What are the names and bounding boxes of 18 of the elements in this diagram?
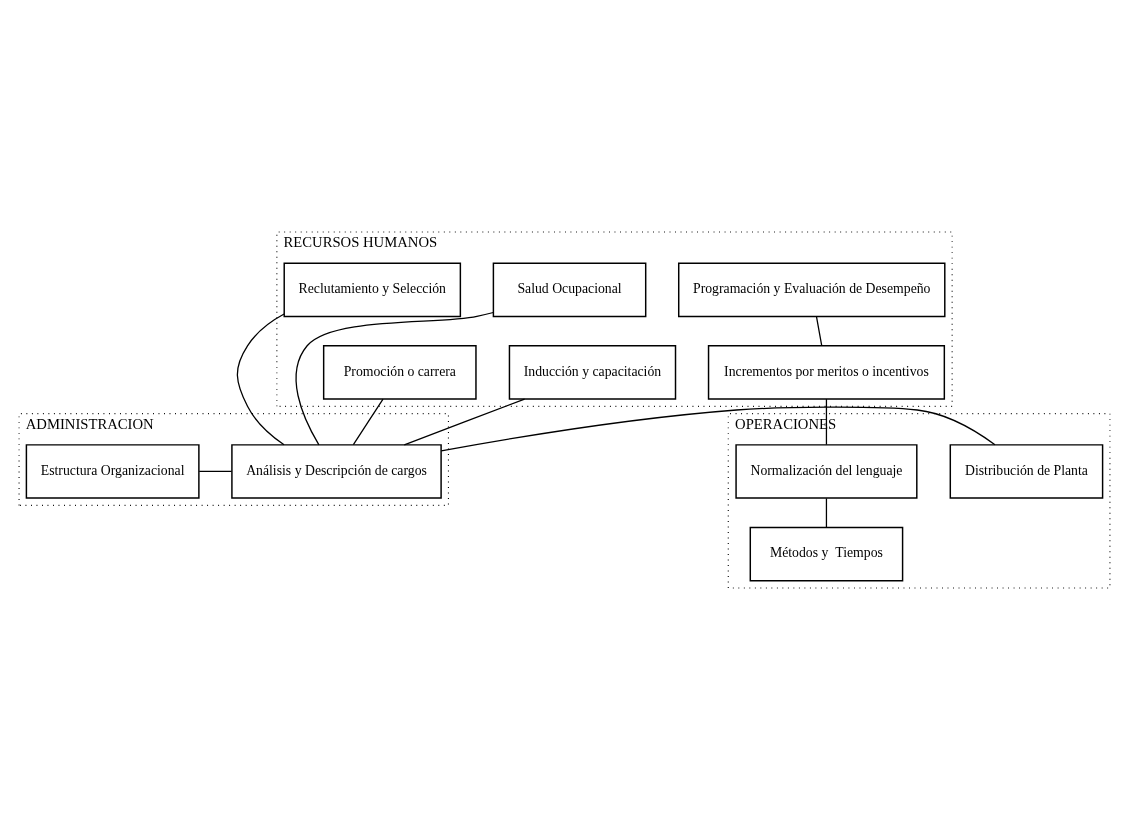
node-box: Programación y Evaluación de Desempeño [678, 262, 946, 318]
node-box: Distribución de Planta [949, 444, 1104, 499]
node-box: Análisis y Descripción de cargos [231, 444, 442, 499]
node-box: Estructura Organizacional [25, 444, 200, 499]
connector [440, 406, 996, 452]
node-box: Promoción o carrera [322, 345, 477, 400]
node-box: Inducción y capacitación [508, 345, 677, 400]
node-box: Reclutamiento y Selección [283, 262, 462, 318]
connector [825, 497, 828, 528]
connector [198, 470, 233, 473]
connector [295, 311, 494, 446]
connector [403, 398, 526, 446]
node-box: Métodos y Tiempos [749, 526, 904, 582]
node-box: Incrementos por meritos o incentivos [707, 345, 946, 400]
connector [236, 313, 285, 446]
node-box: Salud Ocupacional [492, 262, 647, 318]
connector [815, 316, 823, 347]
node-box: Normalización del lenguaje [735, 444, 918, 499]
